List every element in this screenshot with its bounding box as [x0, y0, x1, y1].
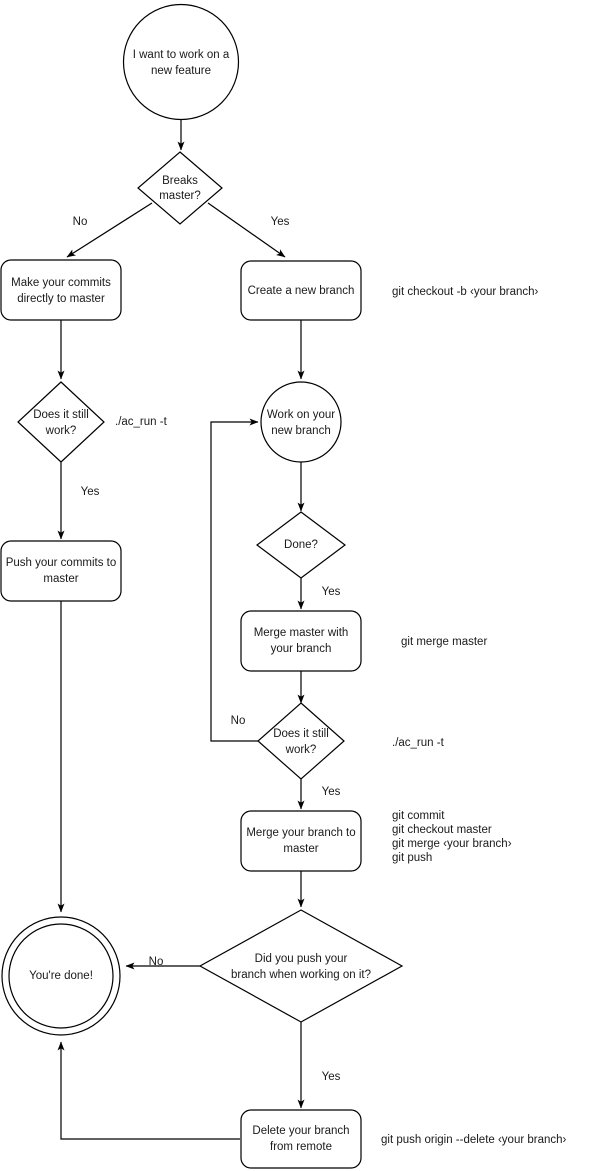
node-work-branch[interactable]: Work on your new branch — [260, 381, 342, 463]
edge-stillworkmid-no-loop — [210, 418, 259, 742]
node-work-branch-line2: new branch — [271, 425, 330, 437]
annotation-merge-branch-cmd-2: git checkout master — [392, 824, 492, 836]
node-merge-branch-line1: Merge your branch to — [246, 827, 355, 839]
node-delete-branch-line2: from remote — [270, 1141, 332, 1153]
node-still-work-mid-line2: work? — [285, 744, 317, 756]
annotation-merge-branch-cmd-3: git merge ‹your branch› — [392, 838, 512, 850]
node-breaks-master-line1: Breaks — [162, 175, 198, 187]
node-youre-done[interactable]: You're done! — [1, 916, 121, 1036]
node-push-commits-line1: Push your commits to — [6, 557, 117, 569]
node-start-line2: new feature — [151, 65, 211, 77]
node-youre-done-line1: You're done! — [29, 970, 93, 982]
edge-breaks-no — [66, 202, 153, 258]
edge-breaks-yes — [207, 202, 286, 258]
node-still-work-left-line1: Does it still — [33, 409, 89, 421]
node-merge-master-line1: Merge master with — [254, 627, 349, 639]
annotation-create-branch-cmd: git checkout -b ‹your branch› — [392, 286, 539, 298]
node-make-commits[interactable]: Make your commits directly to master — [0, 259, 122, 321]
node-delete-branch-line1: Delete your branch — [252, 1125, 349, 1137]
edge-label-breaks-no: No — [73, 216, 88, 228]
edge-label-stillworkleft-yes: Yes — [81, 486, 100, 498]
node-push-question-line2: branch when working on it? — [231, 969, 371, 981]
node-work-branch-line1: Work on your — [267, 409, 335, 421]
node-delete-branch[interactable]: Delete your branch from remote — [240, 1109, 362, 1169]
edge-label-pushq-no: No — [149, 956, 164, 968]
node-done-question[interactable]: Done? — [256, 511, 346, 579]
node-make-commits-line2: directly to master — [17, 293, 105, 305]
node-start-line1: I want to work on a — [133, 49, 230, 61]
annotation-still-work-left-cmd: ./ac_run -t — [115, 416, 168, 428]
edge-deletebranch-to-done — [57, 1041, 240, 1140]
node-merge-branch[interactable]: Merge your branch to master — [240, 810, 362, 872]
node-still-work-mid[interactable]: Does it still work? — [257, 702, 345, 780]
node-create-branch-line1: Create a new branch — [248, 285, 355, 297]
annotation-merge-branch-cmd-1: git commit — [392, 810, 445, 822]
edge-label-doneq-yes: Yes — [322, 586, 341, 598]
node-still-work-left-line2: work? — [45, 425, 77, 437]
annotation-delete-branch-cmd: git push origin --delete ‹your branch› — [381, 1134, 567, 1146]
node-merge-branch-line2: master — [283, 843, 318, 855]
node-merge-master-line2: your branch — [271, 643, 332, 655]
annotation-merge-master-cmd: git merge master — [401, 636, 487, 648]
node-start[interactable]: I want to work on a new feature — [122, 3, 240, 121]
node-done-question-line1: Done? — [284, 539, 318, 551]
node-create-branch[interactable]: Create a new branch — [240, 260, 362, 321]
edge-label-pushq-yes: Yes — [322, 1071, 341, 1083]
edge-label-stillworkmid-no: No — [231, 715, 246, 727]
node-push-question[interactable]: Did you push your branch when working on… — [198, 909, 404, 1023]
node-push-commits[interactable]: Push your commits to master — [0, 540, 122, 602]
edge-label-breaks-yes: Yes — [271, 216, 290, 228]
node-still-work-mid-line1: Does it still — [273, 728, 329, 740]
node-breaks-master-line2: master? — [159, 190, 201, 202]
node-make-commits-line1: Make your commits — [11, 277, 111, 289]
node-still-work-left[interactable]: Does it still work? — [17, 381, 105, 463]
node-push-commits-line2: master — [43, 573, 78, 585]
node-merge-master[interactable]: Merge master with your branch — [240, 610, 362, 672]
node-breaks-master[interactable]: Breaks master? — [137, 151, 223, 225]
annotation-still-work-mid-cmd: ./ac_run -t — [392, 737, 445, 749]
edge-label-stillworkmid-yes: Yes — [322, 786, 341, 798]
annotation-merge-branch-cmd-4: git push — [392, 852, 432, 864]
node-push-question-line1: Did you push your — [255, 953, 348, 965]
